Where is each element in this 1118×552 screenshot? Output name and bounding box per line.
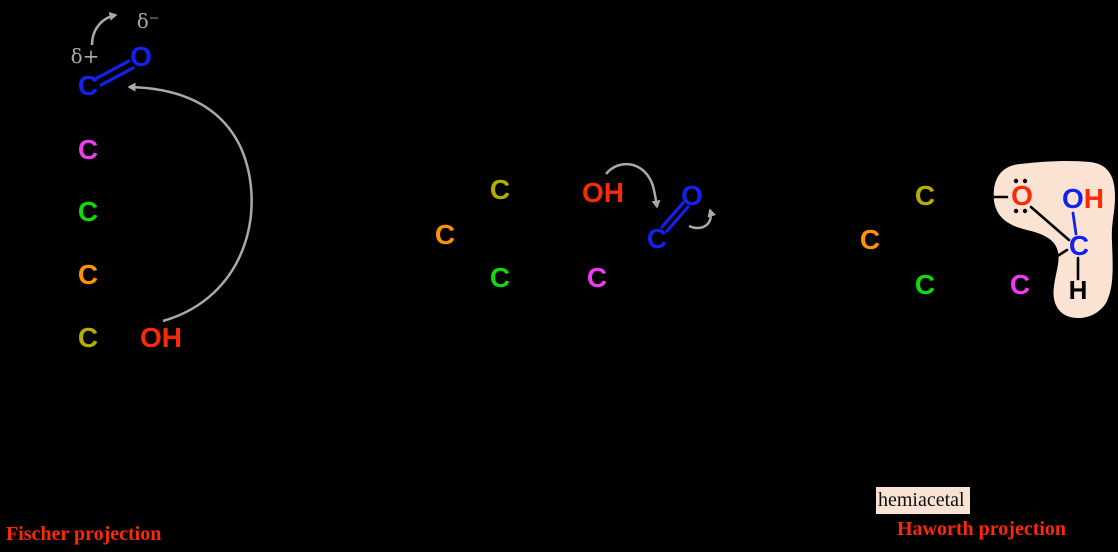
haworth-c5-atom: C	[914, 180, 936, 211]
fischer-carbonyl-double-bond	[95, 59, 135, 87]
haworth-c4-atom: C	[859, 224, 881, 255]
pi-bond-to-oxygen-arrow	[688, 208, 717, 230]
fischer-c4-atom: C	[77, 259, 99, 290]
delta-polarization-arrow	[90, 11, 118, 46]
fischer-carbonyl-oxygen: O	[130, 41, 152, 72]
fischer-carbonyl-carbon: C	[77, 70, 99, 101]
open-chain-carbonyl-double-bond	[660, 201, 690, 233]
open-chain-oh-attack-arrow	[605, 162, 661, 209]
fischer-c2-atom: C	[77, 134, 99, 165]
open-chain-c2-atom: C	[586, 262, 608, 293]
haworth-projection-caption: Haworth projection	[897, 518, 1067, 540]
haworth-c3-atom: C	[914, 269, 936, 300]
delta-minus-label: δ⁻	[136, 9, 160, 33]
open-chain-carbonyl-carbon: C	[646, 223, 668, 254]
new-oh-bond	[1071, 211, 1078, 236]
fischer-c5-atom: C	[77, 322, 99, 353]
open-chain-carbonyl-oxygen: O	[681, 180, 703, 211]
haworth-anomeric-hydroxyl: OH	[1062, 185, 1104, 213]
anomeric-hydroxyl-oxygen: O	[1061, 183, 1084, 214]
fischer-projection-caption: Fischer projection	[6, 523, 162, 545]
haworth-anomeric-hydrogen: H	[1068, 275, 1088, 305]
fischer-c3-atom: C	[77, 196, 99, 227]
hemiacetal-bonds	[936, 195, 1080, 281]
open-chain-c5-atom: C	[489, 174, 511, 205]
open-chain-c4-atom: C	[434, 219, 456, 250]
open-chain-c3-atom: C	[489, 262, 511, 293]
anomeric-hydroxyl-hydrogen: H	[1083, 183, 1105, 214]
haworth-anomeric-carbon: C	[1068, 230, 1090, 261]
fischer-c5-hydroxyl: OH	[140, 322, 182, 353]
delta-plus-label: δ+	[70, 44, 100, 68]
haworth-c2-atom: C	[1009, 269, 1031, 300]
hemiacetal-highlight	[993, 160, 1115, 319]
haworth-ring-oxygen: O	[1011, 180, 1033, 211]
hemiacetal-label: hemiacetal	[876, 487, 970, 514]
fischer-oh-attack-arrow	[127, 82, 253, 323]
ring-oxygen-lone-pairs	[1013, 178, 1028, 214]
open-chain-c5-hydroxyl: OH	[582, 177, 624, 208]
